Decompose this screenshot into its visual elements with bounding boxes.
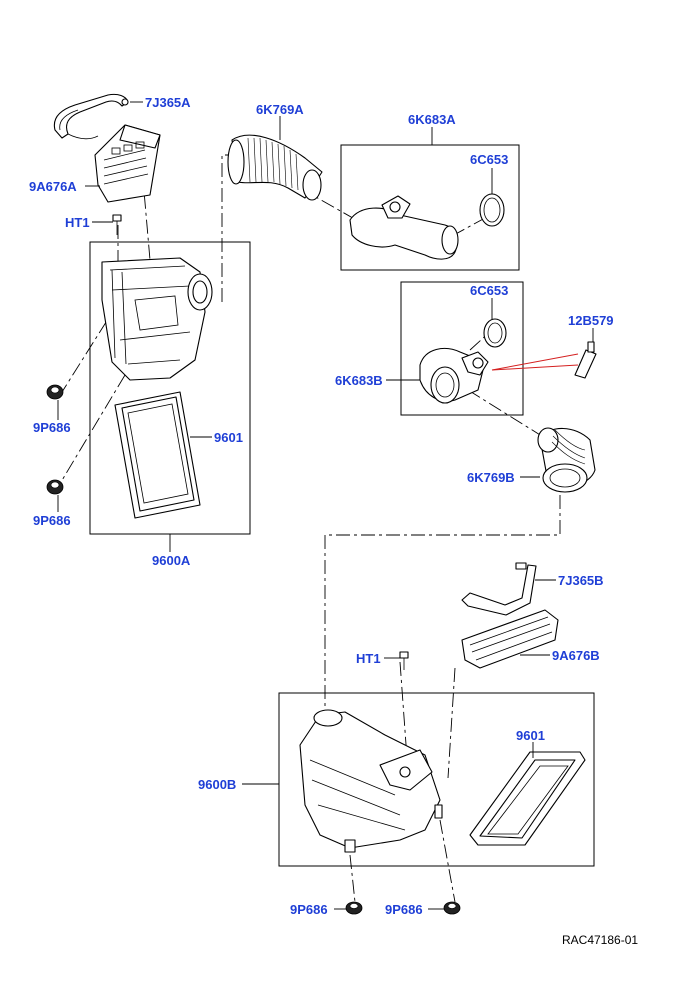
group-frame-6K683B — [400, 281, 524, 416]
part-9P686-grommet-a — [46, 384, 64, 400]
label-6C653-mid: 6C653 — [470, 283, 508, 298]
part-HT1-fastener-top — [112, 214, 122, 235]
label-9P686-c: 9P686 — [290, 902, 328, 917]
group-frame-6K683A — [340, 144, 520, 271]
reference-code: RAC47186-01 — [562, 933, 638, 947]
label-9600B: 9600B — [198, 777, 236, 792]
label-9601-bottom: 9601 — [516, 728, 545, 743]
label-9601-top: 9601 — [214, 430, 243, 445]
part-9P686-grommet-d — [443, 901, 461, 915]
part-6K769A-intake-hose — [227, 134, 323, 201]
part-9601-filter-element-bottom — [469, 751, 586, 846]
label-HT1-top: HT1 — [65, 215, 90, 230]
callout-labels: 7J365A 9A676A HT1 6K769A 6K683A 6C653 6C… — [29, 95, 614, 917]
part-9601-filter-element-top — [114, 391, 201, 519]
label-HT1-bottom: HT1 — [356, 651, 381, 666]
label-9600A: 9600A — [152, 553, 191, 568]
label-6K683A: 6K683A — [408, 112, 456, 127]
part-7J365A-bracket — [53, 93, 129, 140]
label-9P686-b: 9P686 — [33, 513, 71, 528]
part-6K683A-resonator-duct — [349, 195, 459, 260]
part-6K769B-intake-hose — [537, 427, 596, 493]
label-12B579: 12B579 — [568, 313, 614, 328]
part-6K683B-resonator-duct — [419, 348, 489, 404]
label-6K769B: 6K769B — [467, 470, 515, 485]
part-7J365B-bracket — [461, 562, 537, 616]
label-9A676A: 9A676A — [29, 179, 77, 194]
part-6C653-seal-mid — [483, 318, 507, 348]
label-7J365B: 7J365B — [558, 573, 604, 588]
label-9A676B: 9A676B — [552, 648, 600, 663]
callout-leader-lines — [57, 101, 594, 910]
part-9600B-air-cleaner-housing — [299, 709, 443, 853]
part-9A676B-intake-duct — [461, 609, 559, 669]
part-HT1-fastener-bottom — [399, 651, 409, 670]
label-6K683B: 6K683B — [335, 373, 383, 388]
part-9600A-air-cleaner-housing — [101, 257, 213, 381]
part-9A676A-intake-duct — [94, 124, 161, 203]
label-7J365A: 7J365A — [145, 95, 191, 110]
group-frame-9600B — [278, 692, 595, 867]
label-9P686-a: 9P686 — [33, 420, 71, 435]
label-6C653-top: 6C653 — [470, 152, 508, 167]
part-6C653-seal-top — [479, 193, 505, 227]
part-9P686-grommet-b — [46, 479, 64, 495]
part-9P686-grommet-c — [345, 901, 363, 915]
label-9P686-d: 9P686 — [385, 902, 423, 917]
part-12B579-sensor — [491, 341, 597, 379]
label-6K769A: 6K769A — [256, 102, 304, 117]
